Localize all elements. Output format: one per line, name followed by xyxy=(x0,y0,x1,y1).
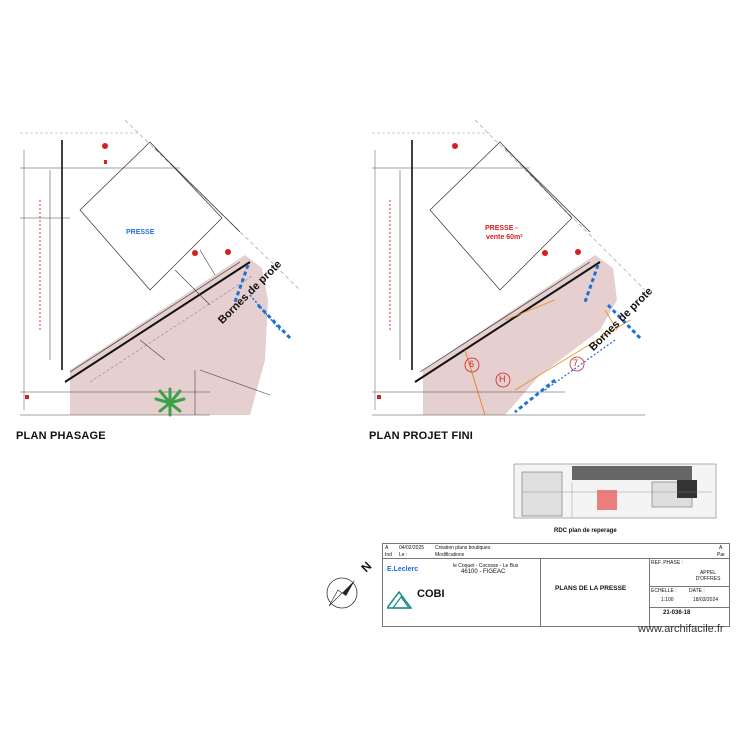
marker-6: 6 xyxy=(469,359,475,369)
rev-date: 04/02/2025 xyxy=(399,545,425,551)
company-name: COBI xyxy=(417,588,445,600)
date-label: DATE : xyxy=(689,588,705,594)
scale-value: 1:100 xyxy=(661,597,674,603)
rev-hdr-modifs: Modifications xyxy=(435,552,465,558)
marker-7-circle xyxy=(569,356,585,372)
plan-phasage: PRESSE Bornes de prote PLAN PHASAGE xyxy=(0,0,375,442)
plan-title: PLAN PHASAGE xyxy=(16,430,106,442)
marker-6-circle xyxy=(464,357,480,373)
plan-projet-drawing xyxy=(372,119,646,416)
marker-h: H xyxy=(499,374,506,384)
presse-room xyxy=(429,141,573,291)
date-value: 18/03/2024 xyxy=(693,597,719,603)
room-label: PRESSE xyxy=(126,229,155,236)
reperage-plan: RDC plan de reperage xyxy=(512,462,718,534)
address-line-2: 46100 - FIGEAC xyxy=(461,569,506,575)
title-block: A 04/02/2025 Création plans boutiques A … xyxy=(382,543,730,627)
reperage-drawing xyxy=(513,463,717,519)
rev-hdr-le: Le : xyxy=(399,552,408,558)
phase-value: APPEL D'OFFRES xyxy=(695,570,721,582)
marker-h-circle xyxy=(495,372,511,388)
drawing-title: PLANS DE LA PRESSE xyxy=(555,585,627,592)
rev-index: A xyxy=(385,545,389,551)
client-logo: E.Leclerc xyxy=(387,566,419,573)
compass: N xyxy=(322,559,382,620)
rev-right: A xyxy=(719,545,723,551)
rev-hdr-ind: Ind xyxy=(385,552,392,558)
drawing-number: 21-036-18 xyxy=(663,610,691,616)
plan-projet-fini: PRESSE - vente 60m² 6 H 7 Bornes de prot… xyxy=(355,0,750,442)
room-label-area: vente 60m² xyxy=(486,234,523,241)
rev-desc: Création plans boutiques xyxy=(435,545,491,551)
scale-label: ECHELLE : xyxy=(651,588,677,594)
compass-icon xyxy=(326,577,358,609)
presse-room xyxy=(79,141,223,291)
company-logo-icon xyxy=(387,590,413,609)
marker-7: 7 xyxy=(573,358,579,368)
room-label: PRESSE - xyxy=(485,225,518,232)
palm-tree-icon xyxy=(154,387,186,417)
plan-title: PLAN PROJET FINI xyxy=(369,430,474,442)
phase-label: REF. PHASE : xyxy=(651,560,683,566)
watermark[interactable]: www.archifacile.fr xyxy=(638,623,724,635)
address-line-1: le Coquet - Cocosse - Le Bus xyxy=(453,563,519,569)
shaded-zone xyxy=(423,255,617,415)
reperage-caption: RDC plan de reperage xyxy=(554,528,617,534)
rev-hdr-par: Par xyxy=(717,552,725,558)
shaded-zone xyxy=(70,255,268,415)
plan-phasage-drawing xyxy=(20,119,301,417)
